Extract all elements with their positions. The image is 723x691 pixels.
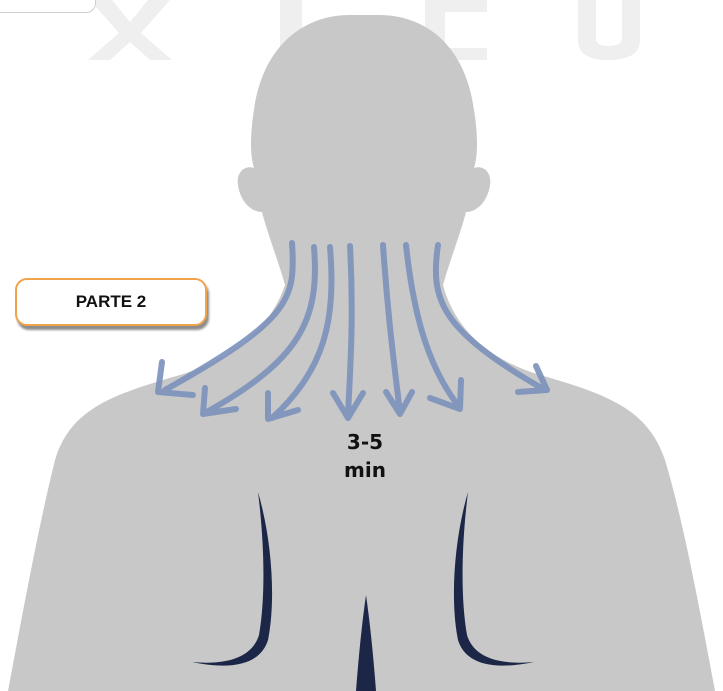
part-label: PARTE 2 (15, 278, 207, 326)
duration-value: 3-5 (320, 428, 410, 456)
duration-unit: min (320, 456, 410, 484)
duration-label: 3-5 min (320, 428, 410, 484)
body-silhouette (8, 15, 715, 691)
